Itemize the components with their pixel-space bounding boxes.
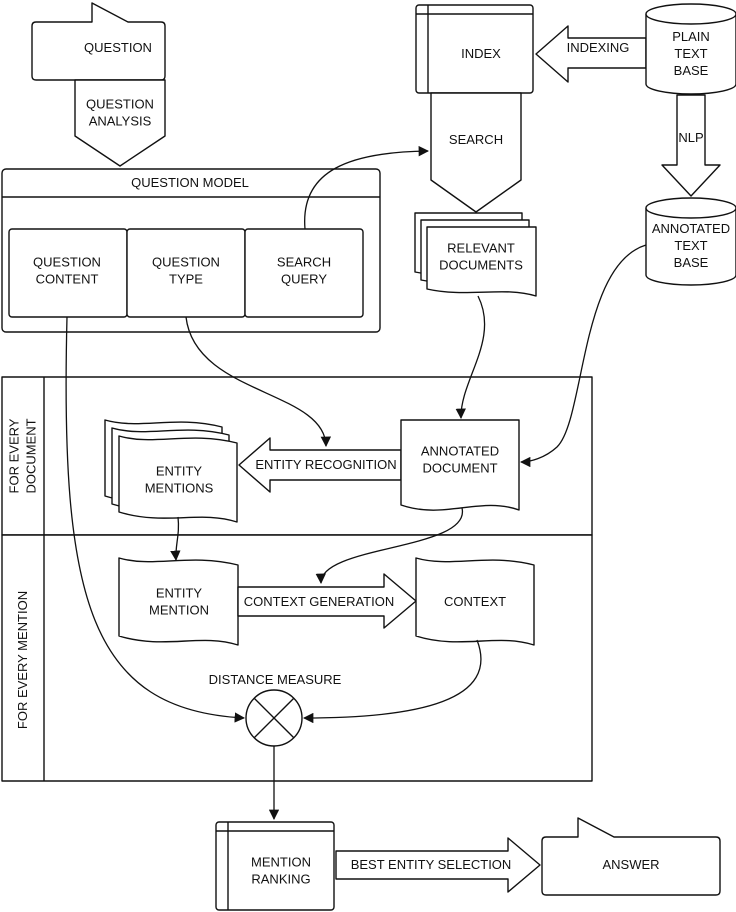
context-to-distance-measure-connector [302, 639, 482, 724]
question-content-label: QUESTION CONTENT [33, 254, 101, 286]
label-line: INDEX [461, 46, 501, 61]
index-label: INDEX [461, 46, 501, 61]
plain-text-base-label: PLAIN TEXT BASE [672, 29, 710, 78]
distance-measure-label: DISTANCE MEASURE [209, 672, 342, 687]
question-type-label: QUESTION TYPE [152, 254, 220, 286]
label-line: INDEXING [567, 40, 630, 55]
annotated-text-base-label: ANNOTATED TEXT BASE [652, 221, 730, 270]
label-line: ENTITY [156, 585, 203, 600]
label-line: ANNOTATED [652, 221, 730, 236]
question-model-label: QUESTION MODEL [131, 175, 249, 190]
entity-recognition-arrow: ENTITY RECOGNITION [238, 437, 402, 493]
label-line: DOCUMENT [422, 460, 497, 475]
entity-recognition-label: ENTITY RECOGNITION [255, 457, 396, 472]
entity-mentions-to-entity-mention-connector [170, 516, 181, 562]
best-entity-selection-arrow: BEST ENTITY SELECTION [335, 837, 541, 893]
label-line: ENTITY RECOGNITION [255, 457, 396, 472]
label-line: PLAIN [672, 29, 710, 44]
label-line: QUESTION MODEL [131, 175, 249, 190]
annotated-document-node: ANNOTATED DOCUMENT [400, 419, 520, 511]
label-line: BASE [674, 63, 709, 78]
label-line: SEARCH [449, 132, 503, 147]
label-line: DISTANCE MEASURE [209, 672, 342, 687]
annotated-document-to-context-generation-connector [315, 507, 463, 585]
search-query-label: SEARCH QUERY [277, 254, 331, 286]
label-line: DOCUMENT [23, 418, 38, 493]
label-line: QUESTION [33, 254, 101, 269]
label-line: ENTITY [156, 463, 203, 478]
question-node: QUESTION [31, 2, 166, 81]
label-line: FOR EVERY MENTION [15, 591, 30, 729]
label-line: QUESTION [86, 96, 154, 111]
search-label: SEARCH [449, 132, 503, 147]
relevant-documents-node: RELEVANT DOCUMENTS [414, 212, 537, 297]
label-line: QUESTION [84, 40, 152, 55]
entity-mention-node: ENTITY MENTION [118, 557, 239, 646]
label-line: MENTIONS [145, 480, 214, 495]
label-line: TEXT [674, 46, 707, 61]
context-node: CONTEXT [415, 557, 535, 646]
question-analysis-label: QUESTION ANALYSIS [86, 96, 154, 128]
label-line: QUESTION [152, 254, 220, 269]
label-line: BEST ENTITY SELECTION [351, 857, 512, 872]
mention-ranking-node: MENTION RANKING [215, 821, 335, 911]
search-query-node: SEARCH QUERY [244, 228, 364, 318]
search-node: SEARCH [430, 92, 522, 213]
index-node: INDEX [415, 4, 534, 94]
label-line: QUERY [281, 271, 327, 286]
label-line: CONTEXT [444, 594, 506, 609]
best-entity-selection-label: BEST ENTITY SELECTION [351, 857, 512, 872]
label-line: CONTENT [36, 271, 99, 286]
label-line: SEARCH [277, 254, 331, 269]
entity-mentions-node: ENTITY MENTIONS [104, 419, 238, 523]
label-line: NLP [678, 130, 703, 145]
question-analysis-node: QUESTION ANALYSIS [74, 79, 166, 167]
entity-mentions-label: ENTITY MENTIONS [145, 463, 214, 495]
question-content-node: QUESTION CONTENT [8, 228, 128, 318]
nlp-label: NLP [678, 130, 703, 145]
context-generation-label: CONTEXT GENERATION [244, 594, 394, 609]
nlp-arrow: NLP [661, 94, 721, 197]
label-line: RELEVANT [447, 240, 515, 255]
answer-node: ANSWER [541, 817, 721, 896]
question-type-to-entity-recognition-connector [185, 316, 332, 448]
question-type-node: QUESTION TYPE [126, 228, 246, 318]
annotated-text-base-node: ANNOTATED TEXT BASE [645, 197, 736, 286]
for-every-mention-label: FOR EVERY MENTION [15, 591, 30, 729]
label-line: TYPE [169, 271, 203, 286]
distance-measure-node: DISTANCE MEASURE [209, 672, 342, 747]
annotated-document-label: ANNOTATED DOCUMENT [421, 443, 499, 475]
label-line: ANSWER [602, 857, 659, 872]
label-line: RANKING [251, 871, 310, 886]
entity-mention-label: ENTITY MENTION [149, 585, 209, 617]
indexing-label: INDEXING [567, 40, 630, 55]
label-line: ANNOTATED [421, 443, 499, 458]
indexing-arrow: INDEXING [535, 25, 647, 83]
question-label: QUESTION [84, 40, 152, 55]
label-line: MENTION [251, 854, 311, 869]
context-generation-arrow: CONTEXT GENERATION [237, 573, 417, 629]
label-line: CONTEXT GENERATION [244, 594, 394, 609]
label-line: ANALYSIS [89, 113, 152, 128]
question-content-to-distance-measure-connector [65, 316, 246, 723]
relevant-documents-label: RELEVANT DOCUMENTS [439, 240, 523, 272]
label-line: BASE [674, 255, 709, 270]
label-line: FOR EVERY [6, 418, 21, 493]
label-line: DOCUMENTS [439, 257, 523, 272]
relevant-documents-to-annotated-document-connector [455, 295, 486, 420]
context-label: CONTEXT [444, 594, 506, 609]
annotated-text-base-to-annotated-document-connector [519, 244, 647, 468]
plain-text-base-node: PLAIN TEXT BASE [645, 3, 736, 95]
label-line: MENTION [149, 602, 209, 617]
answer-label: ANSWER [602, 857, 659, 872]
mention-ranking-label: MENTION RANKING [251, 854, 311, 886]
search-query-to-search-connector [304, 145, 430, 230]
label-line: TEXT [674, 238, 707, 253]
